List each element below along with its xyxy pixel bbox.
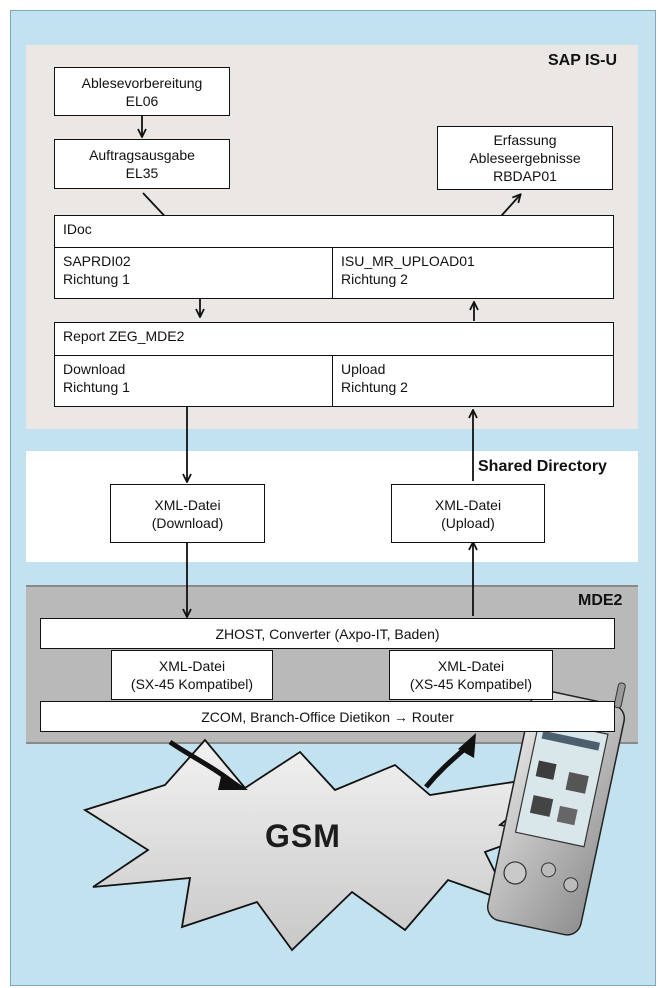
auftragsausgabe-code: EL35 xyxy=(125,165,159,181)
report-right-line1: Upload xyxy=(341,361,386,377)
idoc-left-line2: Richtung 1 xyxy=(63,271,130,287)
xml-upload-box: XML-Datei (Upload) xyxy=(391,484,545,543)
erfassung-label: Erfassung xyxy=(493,132,557,148)
idoc-left-line1: SAPRDI02 xyxy=(63,253,131,269)
xml-sx45-line2: (SX-45 Kompatibel) xyxy=(130,676,254,692)
ablesevorbereitung-label: Ablesevorbereitung xyxy=(81,74,203,91)
report-header: Report ZEG_MDE2 xyxy=(54,322,614,356)
auftragsausgabe-label: Auftragsausgabe xyxy=(89,147,195,163)
xml-upload-line1: XML-Datei xyxy=(434,496,502,513)
report-download: Download Richtung 1 xyxy=(54,355,333,407)
ablesevorbereitung-box: Ablesevorbereitung EL06 xyxy=(54,67,230,116)
report-upload: Upload Richtung 2 xyxy=(332,355,614,407)
ablesevorbereitung-code: EL06 xyxy=(125,92,159,109)
arrow-gsm-to-router xyxy=(424,744,470,789)
xml-download-box: XML-Datei (Download) xyxy=(110,484,265,543)
xml-xs45-line1: XML-Datei xyxy=(437,658,505,674)
erfassung-box: Erfassung Ableseergebnisse RBDAP01 xyxy=(437,126,613,190)
ableseergebnisse-label: Ableseergebnisse xyxy=(469,150,581,166)
erfassung-code: RBDAP01 xyxy=(493,168,557,184)
idoc-header: IDoc xyxy=(54,215,614,248)
idoc-direction-2: ISU_MR_UPLOAD01 Richtung 2 xyxy=(332,247,614,299)
gsm-label: GSM xyxy=(265,818,341,854)
xml-download-line2: (Download) xyxy=(151,514,224,531)
zhost-converter-bar: ZHOST, Converter (Axpo-IT, Baden) xyxy=(40,618,615,649)
xml-xs45-box: XML-Datei (XS-45 Kompatibel) xyxy=(389,650,553,700)
report-left-line2: Richtung 1 xyxy=(63,379,130,395)
mde2-title: MDE2 xyxy=(578,592,623,609)
arrow-zcom-to-gsm-head xyxy=(218,772,248,790)
arrow-gsm-to-router-head xyxy=(458,733,476,758)
report-left-line1: Download xyxy=(63,361,126,377)
shared-directory-title: Shared Directory xyxy=(478,458,607,475)
xml-upload-line2: (Upload) xyxy=(441,514,495,531)
xml-sx45-line1: XML-Datei xyxy=(158,658,226,674)
idoc-right-line1: ISU_MR_UPLOAD01 xyxy=(341,253,475,269)
auftragsausgabe-box: Auftragsausgabe EL35 xyxy=(54,139,230,189)
idoc-direction-1: SAPRDI02 Richtung 1 xyxy=(54,247,333,299)
report-right-line2: Richtung 2 xyxy=(341,379,408,395)
zcom-router-bar: ZCOM, Branch-Office Dietikon → Router xyxy=(40,701,615,732)
sap-isu-title: SAP IS-U xyxy=(548,52,618,69)
xml-download-line1: XML-Datei xyxy=(154,496,221,513)
xml-sx45-box: XML-Datei (SX-45 Kompatibel) xyxy=(111,650,273,700)
xml-xs45-line2: (XS-45 Kompatibel) xyxy=(409,676,533,692)
idoc-right-line2: Richtung 2 xyxy=(341,271,408,287)
pda-device-icon xyxy=(486,682,626,936)
